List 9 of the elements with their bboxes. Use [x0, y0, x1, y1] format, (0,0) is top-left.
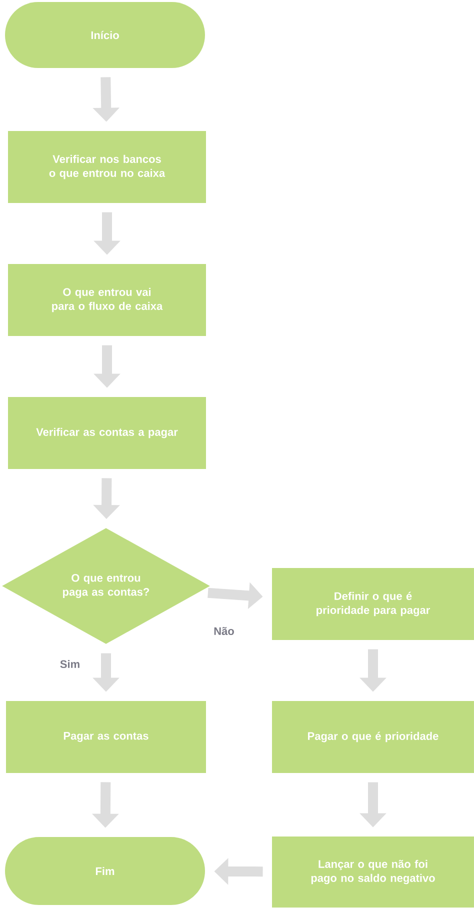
process-box: Pagar o que é prioridade	[272, 701, 474, 773]
process-box: Verificar nos bancos o que entrou no caixa	[8, 131, 206, 203]
process-box: O que entrou vai para o fluxo de caixa	[8, 264, 206, 336]
edge-label: Sim	[60, 660, 80, 668]
process-box: Lançar o que não foi pago no saldo negativo	[272, 836, 474, 908]
process-box: Pagar as contas	[6, 701, 206, 773]
edge-label: Não	[214, 627, 234, 636]
process-box: Definir o que é prioridade para pagar	[272, 568, 474, 640]
process-box: Verificar as contas a pagar	[8, 397, 206, 469]
